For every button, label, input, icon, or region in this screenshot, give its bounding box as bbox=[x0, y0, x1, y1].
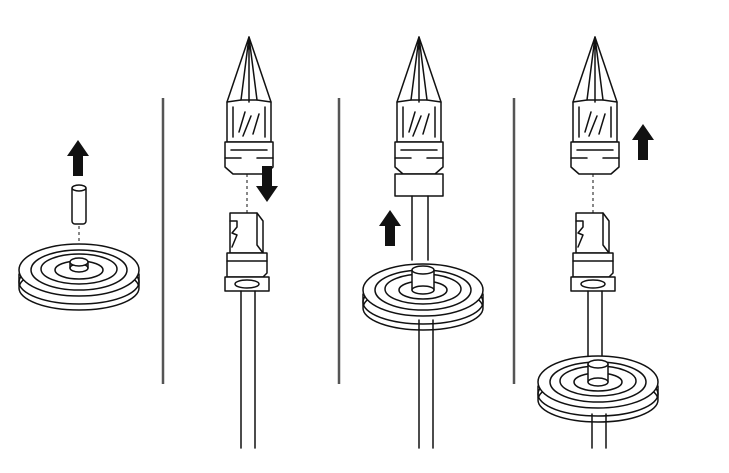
step-4-panel bbox=[537, 36, 659, 449]
step-1-grommet bbox=[18, 243, 140, 311]
step-4-arrow-up bbox=[632, 124, 654, 160]
step-1-arrow-up bbox=[67, 140, 89, 176]
step-1-panel bbox=[18, 140, 140, 311]
step-3-panel bbox=[362, 36, 484, 449]
step-4-cap bbox=[570, 36, 620, 175]
step-2-plug bbox=[224, 212, 270, 292]
step-2-panel bbox=[224, 36, 278, 449]
step-4-plug bbox=[570, 212, 616, 292]
step-2-cap bbox=[224, 36, 274, 175]
step-3-cap bbox=[394, 36, 444, 175]
step-3-arrow-up bbox=[379, 210, 401, 246]
